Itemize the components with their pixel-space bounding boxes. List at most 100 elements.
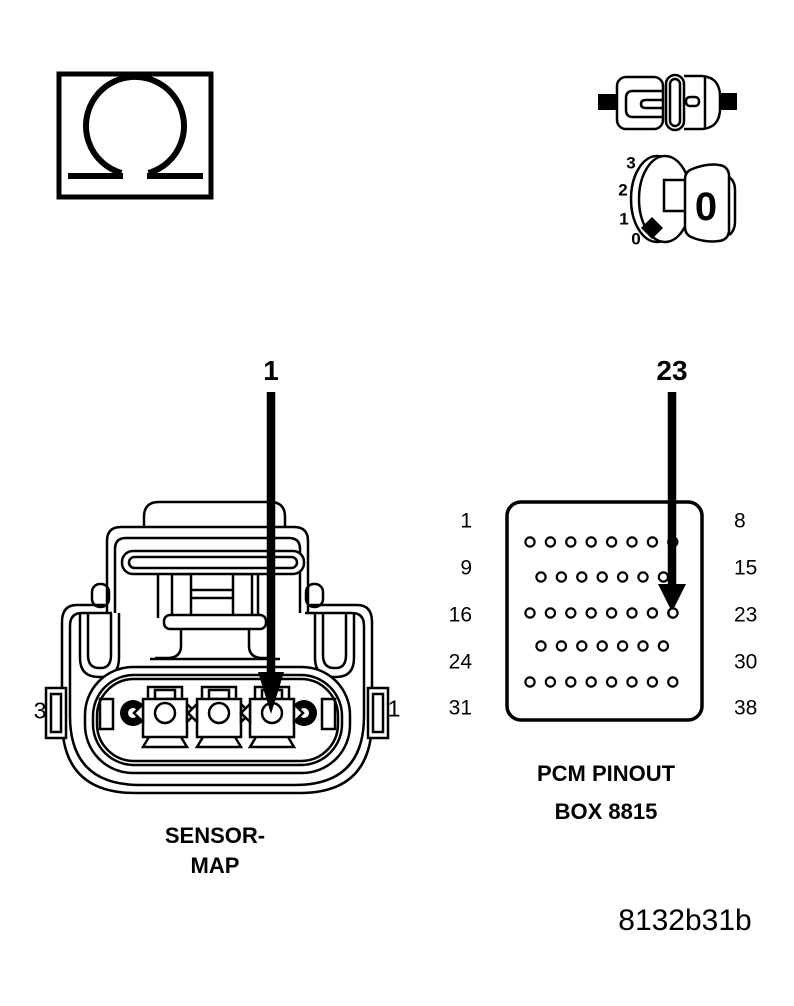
sensor-caption-line1: SENSOR- [164, 823, 266, 848]
pcm-pin [565, 607, 577, 619]
side-tab-left [44, 686, 68, 740]
latch-neck [150, 629, 280, 661]
omega-arc [83, 73, 187, 176]
mount-wing-left [78, 613, 121, 679]
arrow-head [258, 672, 284, 714]
pinout-row-label-left-9: 9 [460, 556, 472, 580]
latch-plate [162, 613, 268, 631]
pinout-row-label-right-8: 8 [734, 509, 746, 533]
dial-reading: 0 [694, 185, 718, 229]
pcm-pin [626, 607, 638, 619]
pcm-pin [544, 607, 557, 619]
female-slot [684, 95, 701, 108]
wire-stub-left [598, 94, 618, 110]
latch-rail-left [170, 572, 193, 620]
pinout-row-label-right-23: 23 [734, 603, 758, 627]
male-connector-body [615, 75, 665, 131]
pcm-pin [565, 536, 577, 548]
dial-scale-2: 2 [618, 180, 628, 200]
pcm-pin [646, 536, 659, 548]
sensor-arrow-label: 1 [263, 355, 279, 386]
pcm-pin [626, 536, 638, 548]
pcm-arrow-label: 23 [656, 355, 688, 386]
mount-wing-right [313, 613, 356, 679]
map-sensor-connector [44, 500, 390, 795]
side-tab-right-inner [371, 692, 385, 734]
pcm-pin [596, 571, 608, 583]
pcm-pin [576, 640, 588, 652]
pcm-pin [605, 676, 618, 688]
figure-id: 8132b31b [618, 904, 752, 937]
arrow-head [658, 584, 686, 612]
pcm-pin [596, 640, 608, 652]
key-plate [683, 163, 731, 243]
pinout-row-label-right-30: 30 [734, 650, 758, 674]
side-tab-left-inner [49, 692, 63, 734]
keyway-left [98, 697, 115, 731]
sensor-pin-label-1: 1 [387, 695, 401, 722]
pcm-pin [576, 571, 588, 583]
pcm-probe-arrow [658, 392, 686, 619]
wire-stub-right [719, 93, 737, 110]
pcm-pin-grid [524, 536, 679, 688]
latch-top-piece [142, 500, 287, 527]
shoulder-bump-left [90, 582, 111, 609]
latch-beam-inner [127, 555, 299, 570]
dial-scale-3: 3 [626, 153, 636, 173]
male-terminal-cutout [624, 89, 662, 119]
connector-body-outer [60, 603, 374, 795]
sensor-pin-label-3: 3 [33, 697, 47, 724]
pcm-pin [605, 607, 618, 619]
pinout-row-label-left-31: 31 [448, 696, 472, 720]
pcm-pin [535, 571, 547, 583]
pcm-pin [524, 607, 536, 619]
connector-body-inner [68, 611, 366, 787]
pcm-pin [544, 536, 557, 548]
side-tab-right [366, 686, 390, 740]
female-seal-ring [664, 73, 686, 132]
pcm-pin [555, 571, 568, 583]
connector-face-mid-ring [91, 673, 344, 767]
pcm-pin [524, 536, 536, 548]
latch-rail-right [231, 572, 254, 620]
pcm-pin [535, 640, 547, 652]
dial-pointer-diamond [641, 217, 663, 239]
ohmmeter-symbol-icon [56, 71, 214, 200]
sensor-probe-arrow [258, 392, 284, 714]
shoulder-bump-right [304, 582, 325, 609]
pcm-pin [555, 640, 568, 652]
pcm-pin [524, 676, 536, 688]
pcm-pin [585, 607, 597, 619]
pcm-pin [657, 571, 670, 583]
pinout-row-label-left-16: 16 [448, 603, 472, 627]
connector-face-inner-ring [95, 677, 340, 763]
latch-button-frame [156, 574, 260, 618]
latch-shoulder-outer [105, 525, 310, 613]
disconnect-connector-icon [598, 73, 737, 132]
pinout-row-label-right-38: 38 [734, 696, 758, 720]
pcm-pin [667, 676, 679, 688]
pcm-pin [657, 640, 670, 652]
female-seal-ring-inner [668, 77, 682, 128]
pcm-pin [637, 571, 649, 583]
pcm-caption-line2: BOX 8815 [554, 799, 658, 824]
pinout-box-frame [505, 500, 704, 722]
dial-scale-0: 0 [631, 229, 641, 249]
pcm-pin [585, 676, 597, 688]
keyway-right [320, 697, 337, 731]
female-connector-body [684, 74, 722, 131]
pcm-caption-line1: PCM PINOUT [536, 761, 676, 786]
pinout-row-label-left-1: 1 [460, 509, 472, 533]
pcm-pin [646, 676, 659, 688]
latch-crossbar [191, 588, 233, 600]
pcm-pin [605, 536, 618, 548]
pcm-pin [637, 640, 649, 652]
latch-beam [120, 549, 306, 576]
pcm-pin-23 [667, 607, 679, 619]
latch-shoulder-inner [113, 536, 302, 613]
pcm-pin [585, 536, 597, 548]
sensor-caption-line2: MAP [190, 853, 240, 878]
pinout-row-label-right-15: 15 [734, 556, 758, 580]
dial-scale-1: 1 [619, 209, 629, 229]
